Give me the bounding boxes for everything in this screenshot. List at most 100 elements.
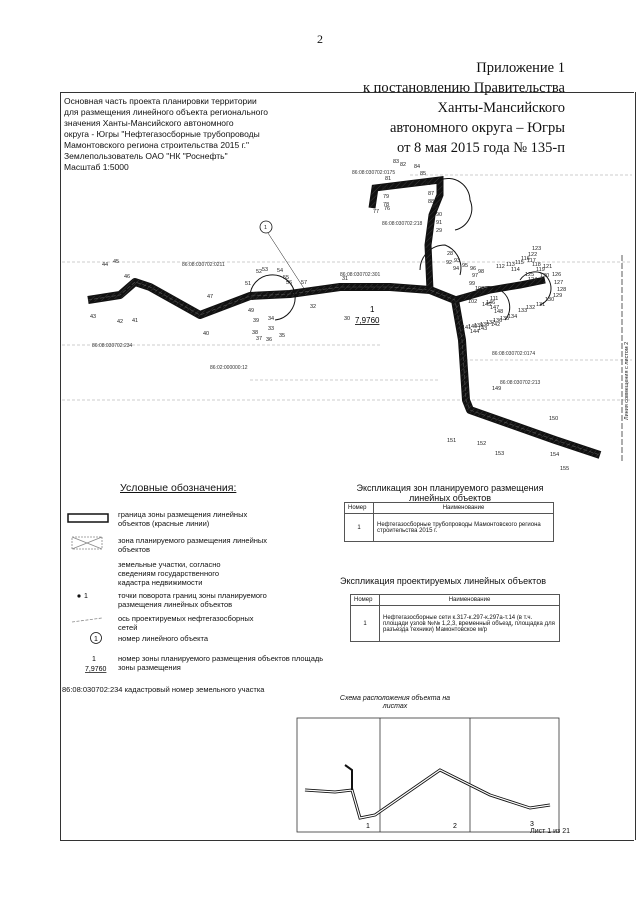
turning-point-label: 33: [268, 326, 274, 332]
turning-point-label: 120: [540, 273, 549, 279]
table1-cell: Нефтегазосборные трубопроводы Мамонтовск…: [373, 513, 554, 542]
turning-point-label: 153: [495, 451, 504, 457]
project-info-line: Масштаб 1:5000: [64, 162, 129, 172]
sheet-bottom-border: [60, 840, 634, 841]
turning-point-label: 31: [342, 276, 348, 282]
drawing-sheet-frame: [60, 92, 636, 840]
sheet-top-border: [60, 92, 634, 93]
turning-point-label: 50: [248, 296, 254, 302]
turning-point-label: 130: [545, 297, 554, 303]
cadastral-sample: 86:08:030702:234: [62, 685, 123, 694]
page-number: 2: [317, 32, 323, 46]
turning-point-label: 89: [432, 204, 438, 210]
turning-point-label: 115: [515, 260, 524, 266]
turning-point-label: 55: [283, 275, 289, 281]
appendix-line: автономного округа – Югры: [389, 120, 565, 136]
project-info-line: Основная часть проекта планировки террит…: [64, 96, 257, 106]
scheme-title: Схема расположения объекта на листах: [339, 695, 451, 710]
project-info-line: значения Ханты-Мансийского автономного: [64, 118, 234, 128]
turning-point-label: 36: [266, 337, 272, 343]
cadastral-label: 86:08:030702:0175: [352, 170, 395, 176]
turning-point-label: 151: [447, 438, 456, 444]
turning-point-label: 34: [268, 316, 274, 322]
axis-symbol: [71, 617, 103, 623]
turning-point-label: 83: [393, 159, 399, 165]
object-number: 1: [264, 225, 267, 231]
turning-point-label: 91: [436, 220, 442, 226]
table1-title: Экспликация зон планируемого размещения …: [356, 483, 544, 503]
turning-point-label: 147: [490, 305, 499, 311]
legend-item: номер зоны планируемого размещения объек…: [118, 654, 324, 672]
turning-point-label: 129: [553, 293, 562, 299]
turning-point-label: 99: [469, 281, 475, 287]
zone-sample-area: 7,9760: [85, 666, 107, 673]
turning-point-label: 87: [428, 191, 434, 197]
sheet-label: Лист 1 из 21: [530, 828, 570, 835]
turning-point-label: 126: [552, 272, 561, 278]
zone-number: 1: [370, 305, 375, 314]
turning-point-label: 124: [528, 277, 537, 283]
cadastral-label: 86:08:030702:301: [340, 272, 381, 278]
turning-point-label: 40: [203, 331, 209, 337]
turning-point-label: 135: [500, 316, 509, 322]
pipeline-nodes: [249, 177, 552, 321]
turning-point-label: 54: [277, 268, 283, 274]
turning-point-label: 102: [468, 299, 477, 305]
turning-point-label: 144: [470, 329, 479, 335]
turning-point-label: 39: [253, 318, 259, 324]
project-info-block: Основная часть проекта планировки террит…: [64, 96, 268, 173]
table1: Номер Наименование 1 Нефтегазосборные тр…: [344, 502, 554, 542]
turning-point-label: 42: [117, 319, 123, 325]
turning-point-label: 1: [456, 316, 459, 322]
turning-point-label: 141: [462, 325, 471, 331]
turning-point-label: 98: [478, 269, 484, 275]
turning-point-label: 121: [543, 264, 552, 270]
match-line-label: Линия совмещения с листом 2: [624, 342, 630, 420]
legend-item: зона планируемого размещения линейных об…: [118, 536, 268, 554]
turning-point-label: 131: [536, 302, 545, 308]
turning-point-label: 125: [525, 272, 534, 278]
turning-point-label: 86: [425, 181, 431, 187]
turning-point-label: 30: [344, 316, 350, 322]
turning-point-label: 149: [492, 386, 501, 392]
legend-title: Условные обозначения:: [120, 482, 237, 494]
turning-point-label: 148: [494, 309, 503, 315]
cadastral-boundaries: [62, 174, 632, 401]
turning-point-label: 82: [400, 162, 406, 168]
turning-point-label: 111: [490, 296, 498, 302]
turning-point-label: 112: [496, 264, 505, 270]
turning-point-label: 77: [373, 209, 379, 215]
turning-point-label: 49: [248, 308, 254, 314]
project-info-line: для размещения линейного объекта региона…: [64, 107, 268, 117]
turning-point-label: 84: [414, 164, 420, 170]
boundary-symbol: [67, 513, 109, 523]
turning-point-label: 152: [477, 441, 486, 447]
turning-point-label: 100: [475, 286, 484, 292]
zone-area: 7,9760: [355, 316, 380, 325]
cadastral-label: 86:02:000000:12: [210, 365, 248, 371]
scheme-sheet-3: 3: [530, 821, 534, 828]
project-info-line: Мамонтовского региона строительства 2015…: [64, 140, 250, 150]
turning-point-label: 46: [124, 274, 130, 280]
turning-point-label: 45: [113, 259, 119, 265]
turning-point-label: 117: [527, 258, 536, 264]
turning-point-label: 44: [102, 262, 108, 268]
turning-point-label: 76: [384, 206, 390, 212]
cadastral-label: 86:08:030702:213: [500, 380, 541, 386]
turning-point-label: 97: [472, 273, 478, 279]
turning-point-label: 128: [557, 287, 566, 293]
appendix-line: от 8 мая 2015 года № 135-п: [397, 140, 565, 156]
turning-point-label: 78: [383, 202, 389, 208]
turning-point-label: 114: [511, 267, 520, 273]
table2-title: Экспликация проектируемых линейных объек…: [340, 576, 546, 586]
turning-point-label: 143: [478, 326, 487, 332]
turning-point-label: 142: [491, 322, 500, 328]
appendix-line: Приложение 1: [476, 60, 565, 76]
turning-point-label: 28: [447, 251, 453, 257]
turning-point-label: 43: [90, 314, 96, 320]
turning-point-label: 92: [446, 260, 452, 266]
